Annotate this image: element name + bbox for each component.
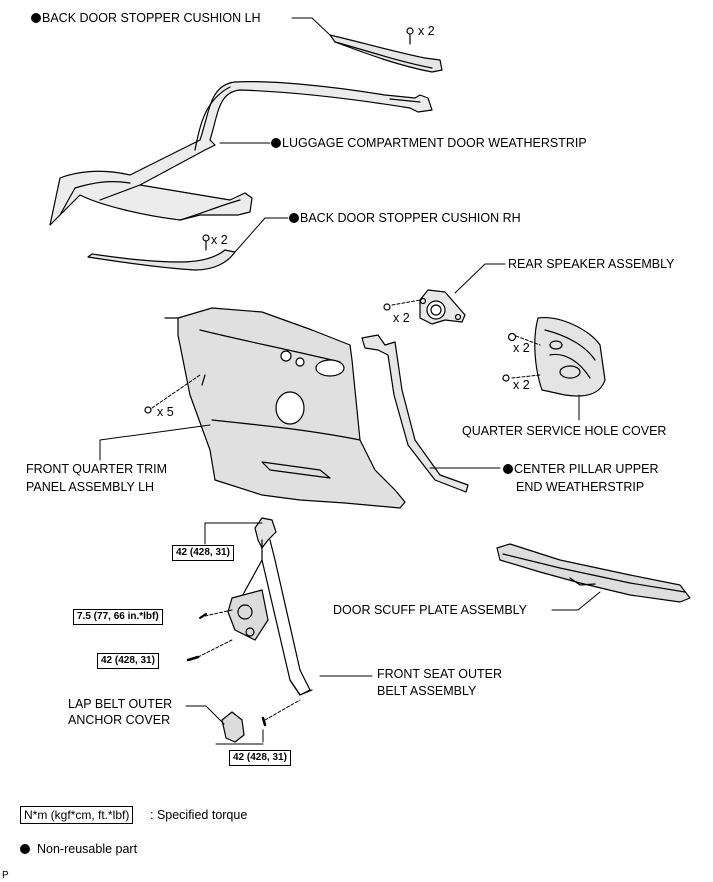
torque-floor-anchor: 42 (428, 31) [229, 750, 291, 766]
lap-belt-anchor-cover-part [221, 711, 245, 743]
qty-hole-cover-nuts: x 2 [513, 341, 530, 355]
label-door-scuff-plate-assembly: DOOR SCUFF PLATE ASSEMBLY [333, 603, 528, 617]
back-door-stopper-cushion-lh-part [329, 27, 443, 73]
label-front-quarter-trim-panel-line1: FRONT QUARTER TRIM [26, 462, 167, 476]
label-luggage-compartment-door-weatherstrip: LUGGAGE COMPARTMENT DOOR WEATHERSTRIP [271, 136, 587, 151]
label-front-seat-outer-belt-line2: BELT ASSEMBLY [377, 684, 477, 698]
non-reusable-dot-icon [289, 213, 299, 223]
luggage-compartment-weatherstrip-part [49, 81, 433, 226]
torque-retractor-bolt: 7.5 (77, 66 in.*lbf) [73, 609, 163, 625]
label-back-door-stopper-cushion-lh: BACK DOOR STOPPER CUSHION LH [31, 11, 261, 26]
label-center-pillar-weatherstrip-line1: CENTER PILLAR UPPER [503, 462, 658, 477]
non-reusable-dot-icon [20, 844, 30, 854]
qty-cushion-rh-clips: x 2 [211, 233, 228, 247]
qty-trim-panel-clips: x 5 [157, 405, 174, 419]
label-back-door-stopper-cushion-rh: BACK DOOR STOPPER CUSHION RH [289, 211, 521, 226]
label-front-quarter-trim-panel-line2: PANEL ASSEMBLY LH [26, 480, 155, 494]
non-reusable-dot-icon [271, 138, 281, 148]
center-pillar-weatherstrip-part [361, 334, 469, 493]
legend-non-reusable: Non-reusable part [20, 842, 137, 857]
torque-upper-anchor: 42 (428, 31) [172, 545, 234, 561]
torque-lower-bolt: 42 (428, 31) [97, 653, 159, 669]
label-center-pillar-weatherstrip-line2: END WEATHERSTRIP [516, 480, 645, 494]
qty-hole-cover-bolts: x 2 [513, 378, 530, 392]
front-seat-outer-belt-part [227, 517, 313, 696]
qty-speaker-screws: x 2 [393, 311, 410, 325]
qty-cushion-lh-clips: x 2 [418, 24, 435, 38]
legend-torque-desc: : Specified torque [150, 808, 248, 822]
legend-torque-unit-box: N*m (kgf*cm, ft.*lbf) [20, 806, 134, 824]
quarter-service-hole-cover-part [534, 317, 606, 397]
front-quarter-trim-panel-part [164, 307, 406, 509]
non-reusable-dot-icon [31, 13, 41, 23]
back-door-stopper-cushion-rh-part [87, 234, 236, 271]
label-rear-speaker-assembly: REAR SPEAKER ASSEMBLY [508, 257, 675, 271]
corner-mark: P [2, 870, 9, 881]
label-lap-belt-outer-line2: ANCHOR COVER [68, 713, 171, 727]
non-reusable-dot-icon [503, 464, 513, 474]
door-scuff-plate-part [496, 543, 691, 603]
label-quarter-service-hole-cover: QUARTER SERVICE HOLE COVER [462, 424, 667, 438]
rear-speaker-assembly-part [419, 289, 466, 325]
label-front-seat-outer-belt-line1: FRONT SEAT OUTER [377, 667, 503, 681]
label-lap-belt-outer-line1: LAP BELT OUTER [68, 697, 173, 711]
